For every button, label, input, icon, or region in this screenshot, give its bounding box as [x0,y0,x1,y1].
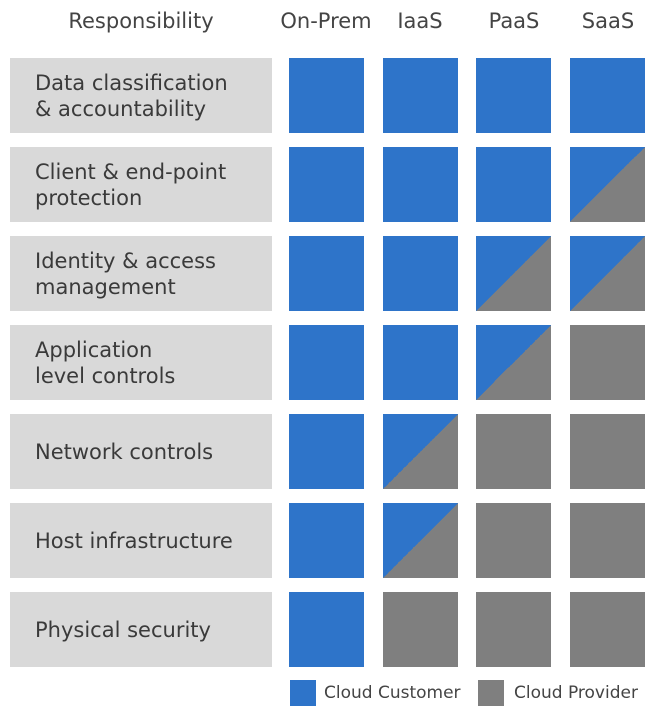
cell-iaas-provider [383,592,458,667]
cell-on-prem-customer [289,58,364,133]
legend-customer-label: Cloud Customer [324,683,461,703]
row-label: Client & end-point protection [10,147,272,222]
cell-saas-provider [570,414,645,489]
cell-paas-customer [476,58,551,133]
column-header-saas: SaaS [581,9,635,33]
cell-paas-customer [476,147,551,222]
cell-on-prem-customer [289,325,364,400]
cell-paas-provider [476,414,551,489]
cell-paas-shared [476,325,551,400]
cell-on-prem-customer [289,147,364,222]
cell-saas-customer [570,58,645,133]
row-label: Network controls [10,414,272,489]
cell-on-prem-customer [289,236,364,311]
cell-iaas-shared [383,503,458,578]
row-label: Host infrastructure [10,503,272,578]
legend-customer-swatch [290,680,316,706]
cell-iaas-customer [383,58,458,133]
cell-saas-provider [570,325,645,400]
cell-iaas-shared [383,414,458,489]
cell-iaas-customer [383,236,458,311]
column-header-iaas: IaaS [397,9,443,33]
cell-paas-provider [476,592,551,667]
row-label: Application level controls [10,325,272,400]
cell-iaas-customer [383,147,458,222]
cell-on-prem-customer [289,414,364,489]
legend-provider-swatch [478,680,504,706]
cell-iaas-customer [383,325,458,400]
cell-saas-shared [570,147,645,222]
column-header-on-prem: On-Prem [280,9,372,33]
column-header-paas: PaaS [488,9,540,33]
row-label: Identity & access management [10,236,272,311]
row-label: Physical security [10,592,272,667]
row-label: Data classification & accountability [10,58,272,133]
cell-saas-provider [570,503,645,578]
cell-saas-shared [570,236,645,311]
cell-on-prem-customer [289,503,364,578]
header-responsibility: Responsibility [68,9,214,33]
cell-paas-provider [476,503,551,578]
legend-provider-label: Cloud Provider [514,683,638,703]
cell-on-prem-customer [289,592,364,667]
cell-saas-provider [570,592,645,667]
cell-paas-shared [476,236,551,311]
